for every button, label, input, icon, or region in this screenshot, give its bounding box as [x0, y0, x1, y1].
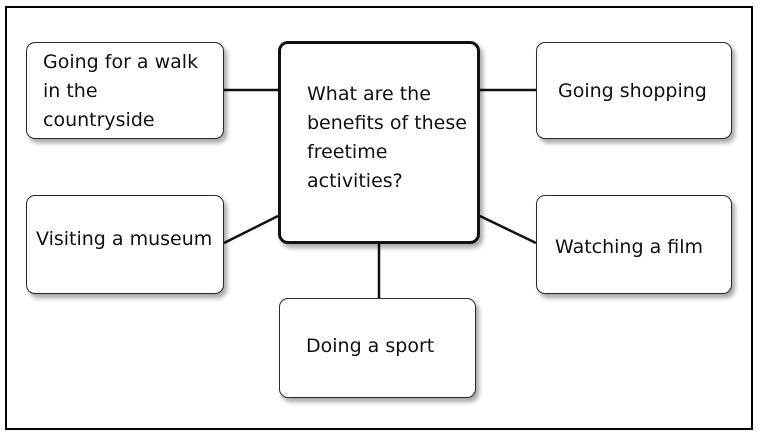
- connector-museum: [223, 214, 279, 245]
- node-sport-label: Doing a sport: [306, 335, 435, 357]
- node-shopping: Going shopping: [536, 42, 732, 139]
- center-question-label: What are the benefits of these freetime …: [307, 83, 467, 192]
- node-center-question: What are the benefits of these freetime …: [278, 41, 480, 244]
- node-museum-label: Visiting a museum: [36, 228, 213, 250]
- node-film-label: Watching a film: [555, 236, 704, 258]
- connector-film: [479, 214, 537, 245]
- node-shopping-label: Going shopping: [558, 80, 707, 102]
- node-museum: Visiting a museum: [26, 195, 224, 294]
- node-walk-label: Going for a walk in the countryside: [43, 51, 199, 131]
- node-film: Watching a film: [536, 195, 732, 294]
- node-sport: Doing a sport: [279, 298, 476, 398]
- diagram-frame: [5, 6, 753, 430]
- node-walk: Going for a walk in the countryside: [26, 42, 224, 139]
